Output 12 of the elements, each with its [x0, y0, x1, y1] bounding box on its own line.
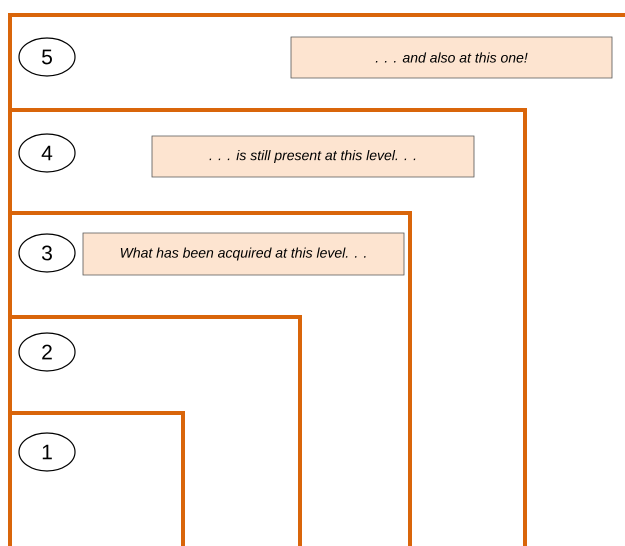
level-number: 3 — [18, 233, 76, 273]
level-bracket — [8, 108, 527, 546]
level-number: 2 — [18, 332, 76, 372]
level-bracket — [8, 211, 412, 546]
level-bracket — [8, 315, 302, 546]
level-number: 1 — [18, 432, 76, 472]
level-number: 5 — [18, 37, 76, 77]
note-box: What has been acquired at this level. . . — [82, 232, 404, 276]
level-bracket — [8, 411, 185, 546]
note-box: . . . and also at this one! — [290, 36, 612, 78]
level-number: 4 — [18, 133, 76, 173]
note-box: . . . is still present at this level. . . — [152, 136, 474, 178]
